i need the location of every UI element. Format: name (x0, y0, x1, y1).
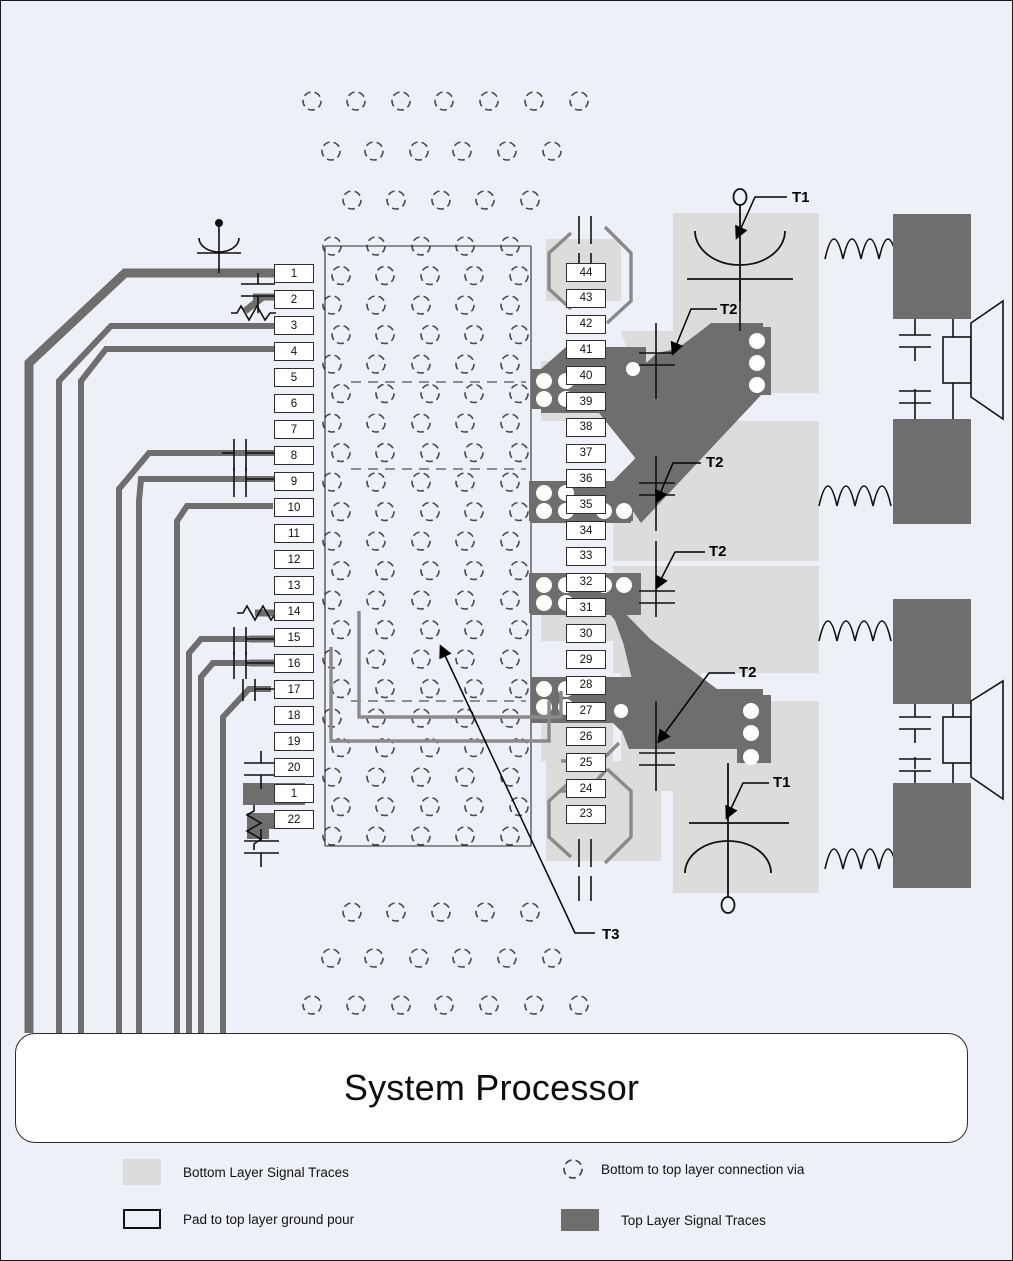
pin-left-11[interactable]: 11 (274, 524, 314, 543)
callout-label-t2-d: T2 (739, 664, 757, 681)
pin-right-40[interactable]: 40 (566, 366, 606, 386)
pin-right-30[interactable]: 30 (566, 624, 606, 644)
pin-right-38[interactable]: 38 (566, 417, 606, 437)
pin-left-19[interactable]: 19 (274, 732, 314, 751)
legend-label-bottom-layer: Bottom Layer Signal Traces (183, 1164, 349, 1180)
pin-right-31[interactable]: 31 (566, 598, 606, 618)
pin-right-41[interactable]: 41 (566, 340, 606, 360)
bottom-layer-swatch (123, 1159, 161, 1185)
pin-left-15[interactable]: 15 (274, 628, 314, 647)
legend-item-pad-ground: Pad to top layer ground pour (123, 1209, 354, 1229)
pin-left-10[interactable]: 10 (274, 498, 314, 517)
pin-left-17[interactable]: 17 (274, 680, 314, 699)
top-layer-swatch (561, 1209, 599, 1231)
pin-right-25[interactable]: 25 (566, 753, 606, 773)
legend-item-bottom-layer: Bottom Layer Signal Traces (123, 1159, 349, 1185)
pin-right-32[interactable]: 32 (566, 572, 606, 592)
pin-left-1[interactable]: 1 (274, 264, 314, 283)
via-icon (561, 1157, 585, 1181)
pin-right-24[interactable]: 24 (566, 779, 606, 798)
pin-left-22[interactable]: 22 (274, 810, 314, 829)
pin-left-1[interactable]: 1 (274, 784, 314, 803)
pin-left-12[interactable]: 12 (274, 550, 314, 569)
pin-right-34[interactable]: 34 (566, 521, 606, 540)
pin-left-5[interactable]: 5 (274, 368, 314, 387)
pin-left-14[interactable]: 14 (274, 602, 314, 621)
pin-right-36[interactable]: 36 (566, 469, 606, 489)
callout-label-t2-b: T2 (706, 454, 724, 471)
pin-right-23[interactable]: 23 (566, 804, 606, 824)
legend-item-top-layer: Top Layer Signal Traces (561, 1209, 766, 1231)
pin-right-35[interactable]: 35 (566, 495, 606, 515)
callout-label-t1-bottom: T1 (773, 774, 791, 791)
pin-right-37[interactable]: 37 (566, 443, 606, 463)
pin-right-42[interactable]: 42 (566, 314, 606, 334)
callout-label-t3: T3 (602, 926, 620, 943)
page-title: System Processor (343, 1067, 640, 1108)
callout-label-t1-top: T1 (792, 189, 810, 206)
pin-left-6[interactable]: 6 (274, 394, 314, 413)
pin-right-43[interactable]: 43 (566, 288, 606, 308)
pin-right-27[interactable]: 27 (566, 701, 606, 721)
pin-right-33[interactable]: 33 (566, 546, 606, 566)
pin-right-44[interactable]: 44 (566, 263, 606, 282)
pin-left-4[interactable]: 4 (274, 342, 314, 361)
speaker-bottom (942, 679, 1004, 801)
pin-left-16[interactable]: 16 (274, 654, 314, 673)
antenna-bottom (684, 763, 789, 914)
pin-left-3[interactable]: 3 (274, 316, 314, 335)
callout-label-t2-a: T2 (720, 301, 738, 318)
pin-left-8[interactable]: 8 (274, 446, 314, 465)
title-box: System Processor (15, 1033, 968, 1143)
pin-left-9[interactable]: 9 (274, 472, 314, 491)
pin-left-18[interactable]: 18 (274, 706, 314, 725)
pin-left-7[interactable]: 7 (274, 420, 314, 439)
pin-left-2[interactable]: 2 (274, 290, 314, 309)
pad-ground-swatch (123, 1209, 161, 1229)
legend-item-via: Bottom to top layer connection via (561, 1157, 804, 1181)
pin-left-13[interactable]: 13 (274, 576, 314, 595)
pin-right-26[interactable]: 26 (566, 727, 606, 747)
legend-label-via: Bottom to top layer connection via (601, 1161, 805, 1177)
callout-label-t2-c: T2 (709, 543, 727, 560)
legend-label-top-layer: Top Layer Signal Traces (621, 1212, 766, 1228)
pin-right-28[interactable]: 28 (566, 675, 606, 695)
pin-left-20[interactable]: 20 (274, 758, 314, 777)
pin-right-39[interactable]: 39 (566, 392, 606, 411)
pin-right-29[interactable]: 29 (566, 650, 606, 669)
legend-label-pad-ground: Pad to top layer ground pour (183, 1211, 355, 1227)
legend: Bottom Layer Signal Traces Bottom to top… (1, 1149, 1012, 1244)
speaker-top (942, 299, 1004, 421)
